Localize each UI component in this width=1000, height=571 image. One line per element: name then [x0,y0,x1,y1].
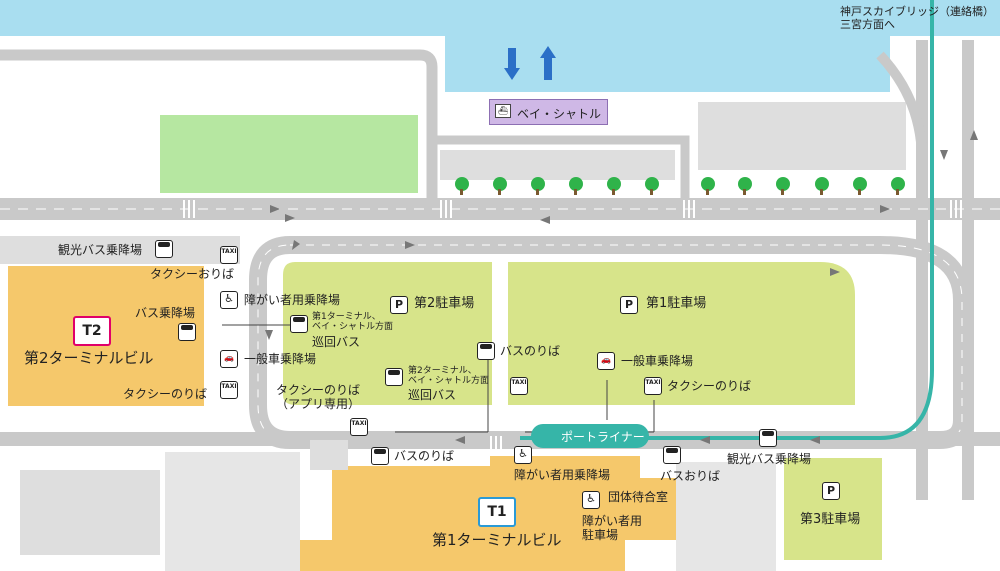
t1-badge: T1 [478,497,516,527]
ferry-arrow-down [504,48,520,80]
inner-road [432,135,690,205]
bus-icon [385,368,403,386]
bus-board-label-t1: バスのりば [394,449,455,463]
ferry-arrow-up [540,46,556,80]
taxi-pick-label-t2: タクシーのりば [123,387,208,401]
wheelchair-icon: ♿ [582,491,600,509]
parking-1 [508,262,855,405]
taxi-app-label: タクシーのりば （アプリ専用） [276,383,361,411]
bus-icon [371,447,389,465]
portliner-label: ポートライナー [561,430,645,444]
west-block [0,236,240,264]
tour-bus-label-t2: 観光バス乗降場 [58,243,143,257]
wheelchair-parking-label: 障がい者用 駐車場 [582,514,643,542]
car-icon: 🚗 [597,352,615,370]
parking-icon: P [822,482,840,500]
t2-name: 第2ターミナルビル [24,349,154,367]
group-waiting-label: 団体待合室 [608,490,669,504]
traffic-arrows [265,130,978,444]
t1-name: 第1ターミナルビル [432,531,562,549]
parking-2 [283,262,492,405]
taxi-icon: TAXI [220,246,238,264]
shuttle-label-2: 巡回バス [408,388,457,402]
bus-icon [155,240,173,258]
bus-icon [178,323,196,341]
wheelchair-label-t2: 障がい者用乗降場 [244,293,341,307]
taxi-icon: TAXI [644,377,662,395]
bus-icon [663,446,681,464]
bus-stop-label-t2: バス乗降場 [135,306,196,320]
parking-1-label: 第1駐車場 [646,296,707,311]
tour-bus-label-t1: 観光バス乗降場 [727,452,812,466]
facility-block-1 [440,150,675,180]
car-icon: 🚗 [220,350,238,368]
general-car-label-t1: 一般車乗降場 [621,354,694,368]
north-loop-road [0,49,438,205]
wheelchair-icon: ♿ [220,291,238,309]
portliner-track [520,0,934,440]
taxi-icon: TAXI [220,381,238,399]
wheelchair-label-t1: 障がい者用乗降場 [514,468,611,482]
parking-3 [784,458,882,560]
parking-2-label: 第2駐車場 [414,296,475,311]
t1-annex [348,480,364,508]
diag-road [876,51,927,161]
sea-basin [445,0,890,92]
taxi-pick-label-t1: タクシーのりば [667,379,752,393]
bus-drop-label-t1: バスおりば [660,469,721,483]
bay-shuttle-label: ベイ・シャトル [517,107,602,121]
portliner-sign: ポートライナー [531,424,649,448]
main-road [0,198,1000,220]
facility-block-2 [698,102,906,170]
t1-annex-2 [400,488,418,508]
bus-icon [477,342,495,360]
taxi-icon: TAXI [510,377,528,395]
parking-icon: P [390,296,408,314]
shuttle-label-1: 巡回バス [312,335,361,349]
shuttle-direction-1: 第1ターミナル、 ベイ・シャトル方面 [312,312,394,332]
parking-3-label: 第3駐車場 [800,512,861,527]
terminal-1-building [268,456,676,571]
taxi-drop-label-t2: タクシーおりば [150,267,235,281]
shuttle-direction-2: 第2ターミナル、 ベイ・シャトル方面 [408,366,490,386]
tree-row [455,177,905,195]
parking-icon: P [620,296,638,314]
taxi-icon: TAXI [350,418,368,436]
crosswalks [183,200,962,450]
green-area [160,115,418,193]
bus-icon [290,315,308,333]
ship-icon: ⛴ [495,104,511,118]
t2-badge: T2 [73,316,111,346]
bus-icon [759,429,777,447]
skybridge-direction-label: 神戸スカイブリッジ（連絡橋） 三宮方面へ [840,5,994,31]
west-facilities [20,470,160,555]
wheelchair-icon: ♿ [514,446,532,464]
general-car-label-t2: 一般車乗降場 [244,352,317,366]
bay-shuttle-sign: ⛴ ベイ・シャトル [489,99,608,125]
bus-board-label-center: バスのりば [500,344,561,358]
